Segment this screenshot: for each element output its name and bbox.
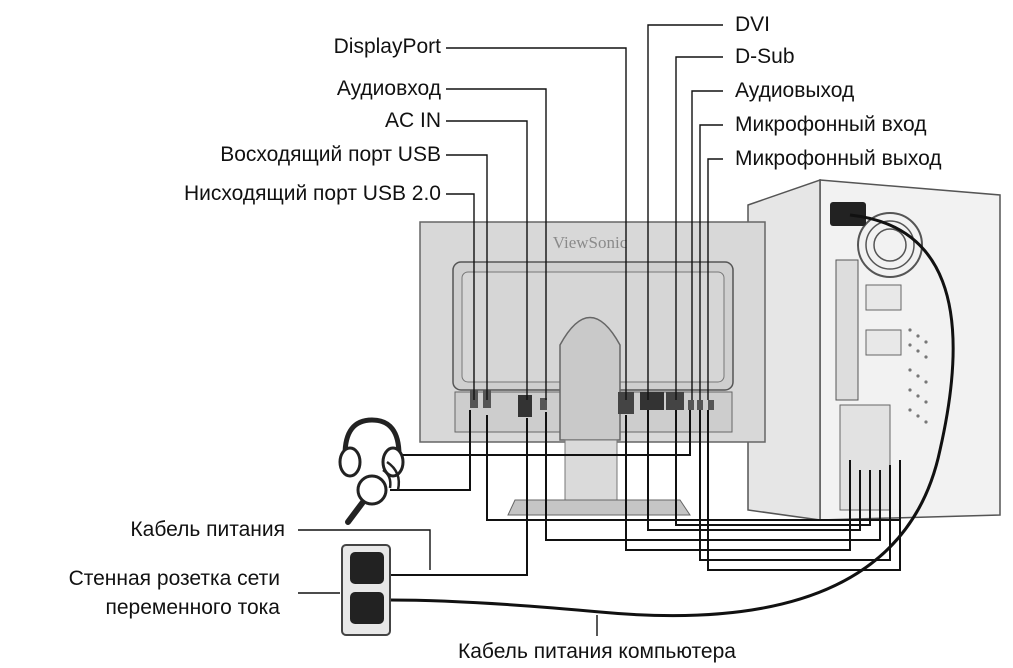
label-displayport: DisplayPort: [333, 35, 441, 58]
label-usb-downstream: Нисходящий порт USB 2.0: [183, 182, 441, 205]
label-mic-in: Микрофонный вход: [735, 113, 927, 136]
callout-lines: [298, 24, 723, 636]
microphone-icon: [345, 460, 401, 525]
label-wall-outlet-line2: переменного тока: [105, 596, 280, 619]
label-mic-out: Микрофонный выход: [735, 147, 942, 170]
wall-outlet-icon: [341, 544, 391, 636]
label-dsub: D-Sub: [735, 45, 795, 68]
label-power-cable: Кабель питания: [130, 518, 285, 541]
pc-tower-icon: [747, 178, 1001, 521]
cables: [385, 213, 955, 618]
monitor-rear-icon: [419, 221, 766, 516]
label-dvi: DVI: [735, 13, 771, 36]
label-usb-upstream: Восходящий порт USB: [220, 143, 441, 166]
label-wall-outlet-line1: Стенная розетка сети: [68, 567, 280, 590]
label-pc-power-cable: Кабель питания компьютера: [458, 640, 736, 663]
label-ac-in: AC IN: [384, 109, 441, 132]
headphones-icon: [338, 417, 405, 478]
label-audio-out: Аудиовыход: [735, 79, 855, 102]
brand-logo: ViewSonic: [553, 233, 628, 252]
label-audio-in: Аудиовход: [336, 77, 441, 100]
